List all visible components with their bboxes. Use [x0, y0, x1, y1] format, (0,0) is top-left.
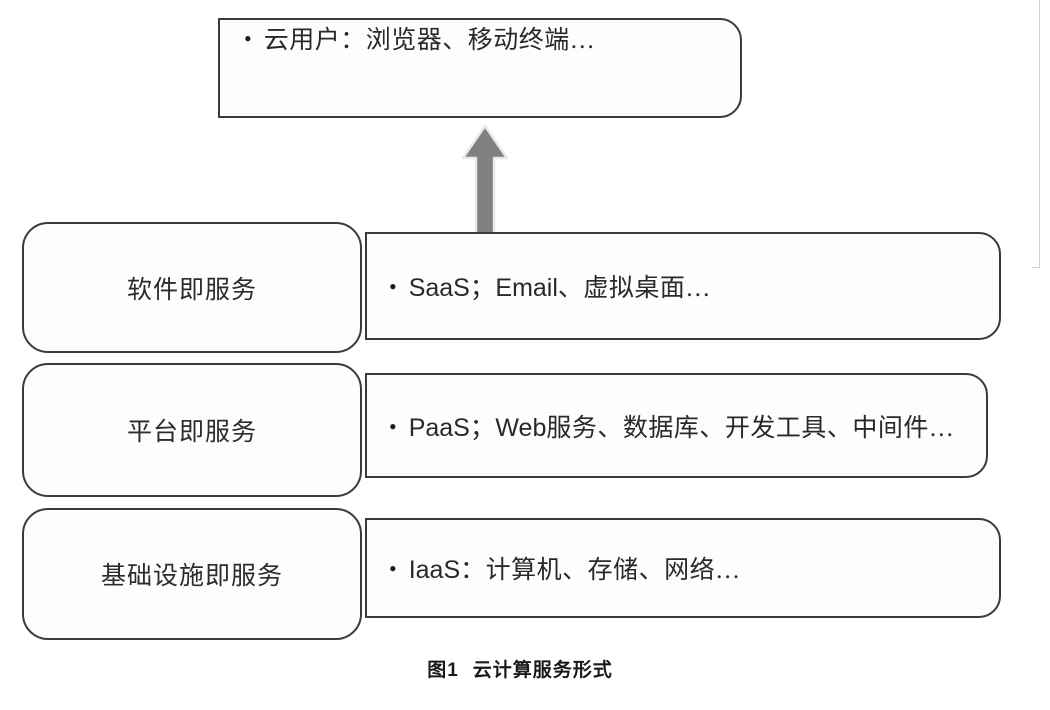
acronym-saas: SaaS	[408, 274, 470, 302]
layer-content-saas-text: SaaS；Email、虚拟桌面…	[409, 268, 711, 304]
page-margin-rule	[1039, 0, 1040, 268]
bullet-icon: •	[389, 413, 397, 439]
layer-label-paas: 平台即服务	[22, 363, 362, 497]
layer-label-saas: 软件即服务	[22, 222, 362, 353]
layer-label-iaas-text: 基础设施即服务	[100, 563, 283, 590]
figure-caption: 图1 云计算服务形式	[0, 655, 1040, 682]
layer-content-iaas: • IaaS：计算机、存储、网络…	[365, 518, 1001, 618]
bullet-icon: •	[244, 26, 252, 51]
layer-label-iaas: 基础设施即服务	[22, 508, 362, 640]
layer-label-paas-text: 平台即服务	[126, 419, 257, 446]
up-block-arrow-icon	[461, 124, 509, 236]
layer-content-paas-line: • PaaS；Web服务、数据库、开发工具、中间件…	[367, 408, 954, 444]
acronym-iaas: IaaS	[408, 556, 461, 584]
examples-rest-iaas: 计算机、存储、网络…	[485, 557, 741, 584]
layer-content-paas-text: PaaS；Web服务、数据库、开发工具、中间件…	[409, 408, 955, 444]
separator-iaas: ：	[460, 557, 486, 584]
examples-latin-saas: Email	[495, 274, 558, 302]
layer-label-saas-text: 软件即服务	[126, 276, 257, 304]
layer-content-saas: • SaaS；Email、虚拟桌面…	[365, 232, 1001, 340]
cloud-consumer-box: • 云用户：浏览器、移动终端…	[218, 18, 742, 118]
figure-caption-number: 图1	[427, 660, 459, 681]
bullet-icon: •	[389, 556, 397, 581]
cloud-consumer-text: 云用户：浏览器、移动终端…	[263, 27, 596, 54]
up-arrow	[461, 124, 509, 236]
layer-content-paas: • PaaS；Web服务、数据库、开发工具、中间件…	[365, 373, 988, 478]
figure-caption-title: 云计算服务形式	[472, 660, 613, 681]
examples-latin-paas: Web	[495, 413, 547, 442]
separator-paas: ；	[469, 414, 496, 442]
examples-rest-saas: 、虚拟桌面…	[557, 275, 711, 302]
acronym-paas: PaaS	[408, 413, 470, 442]
bullet-icon: •	[389, 274, 397, 299]
layer-content-saas-line: • SaaS；Email、虚拟桌面…	[367, 268, 711, 304]
examples-rest-paas: 服务、数据库、开发工具、中间件…	[546, 414, 955, 442]
cloud-consumer-line: • 云用户：浏览器、移动终端…	[220, 20, 740, 116]
layer-content-iaas-text: IaaS：计算机、存储、网络…	[409, 550, 741, 586]
separator-saas: ；	[469, 275, 496, 302]
page-margin-rule-foot	[1032, 267, 1040, 268]
layer-content-iaas-line: • IaaS：计算机、存储、网络…	[367, 550, 741, 586]
